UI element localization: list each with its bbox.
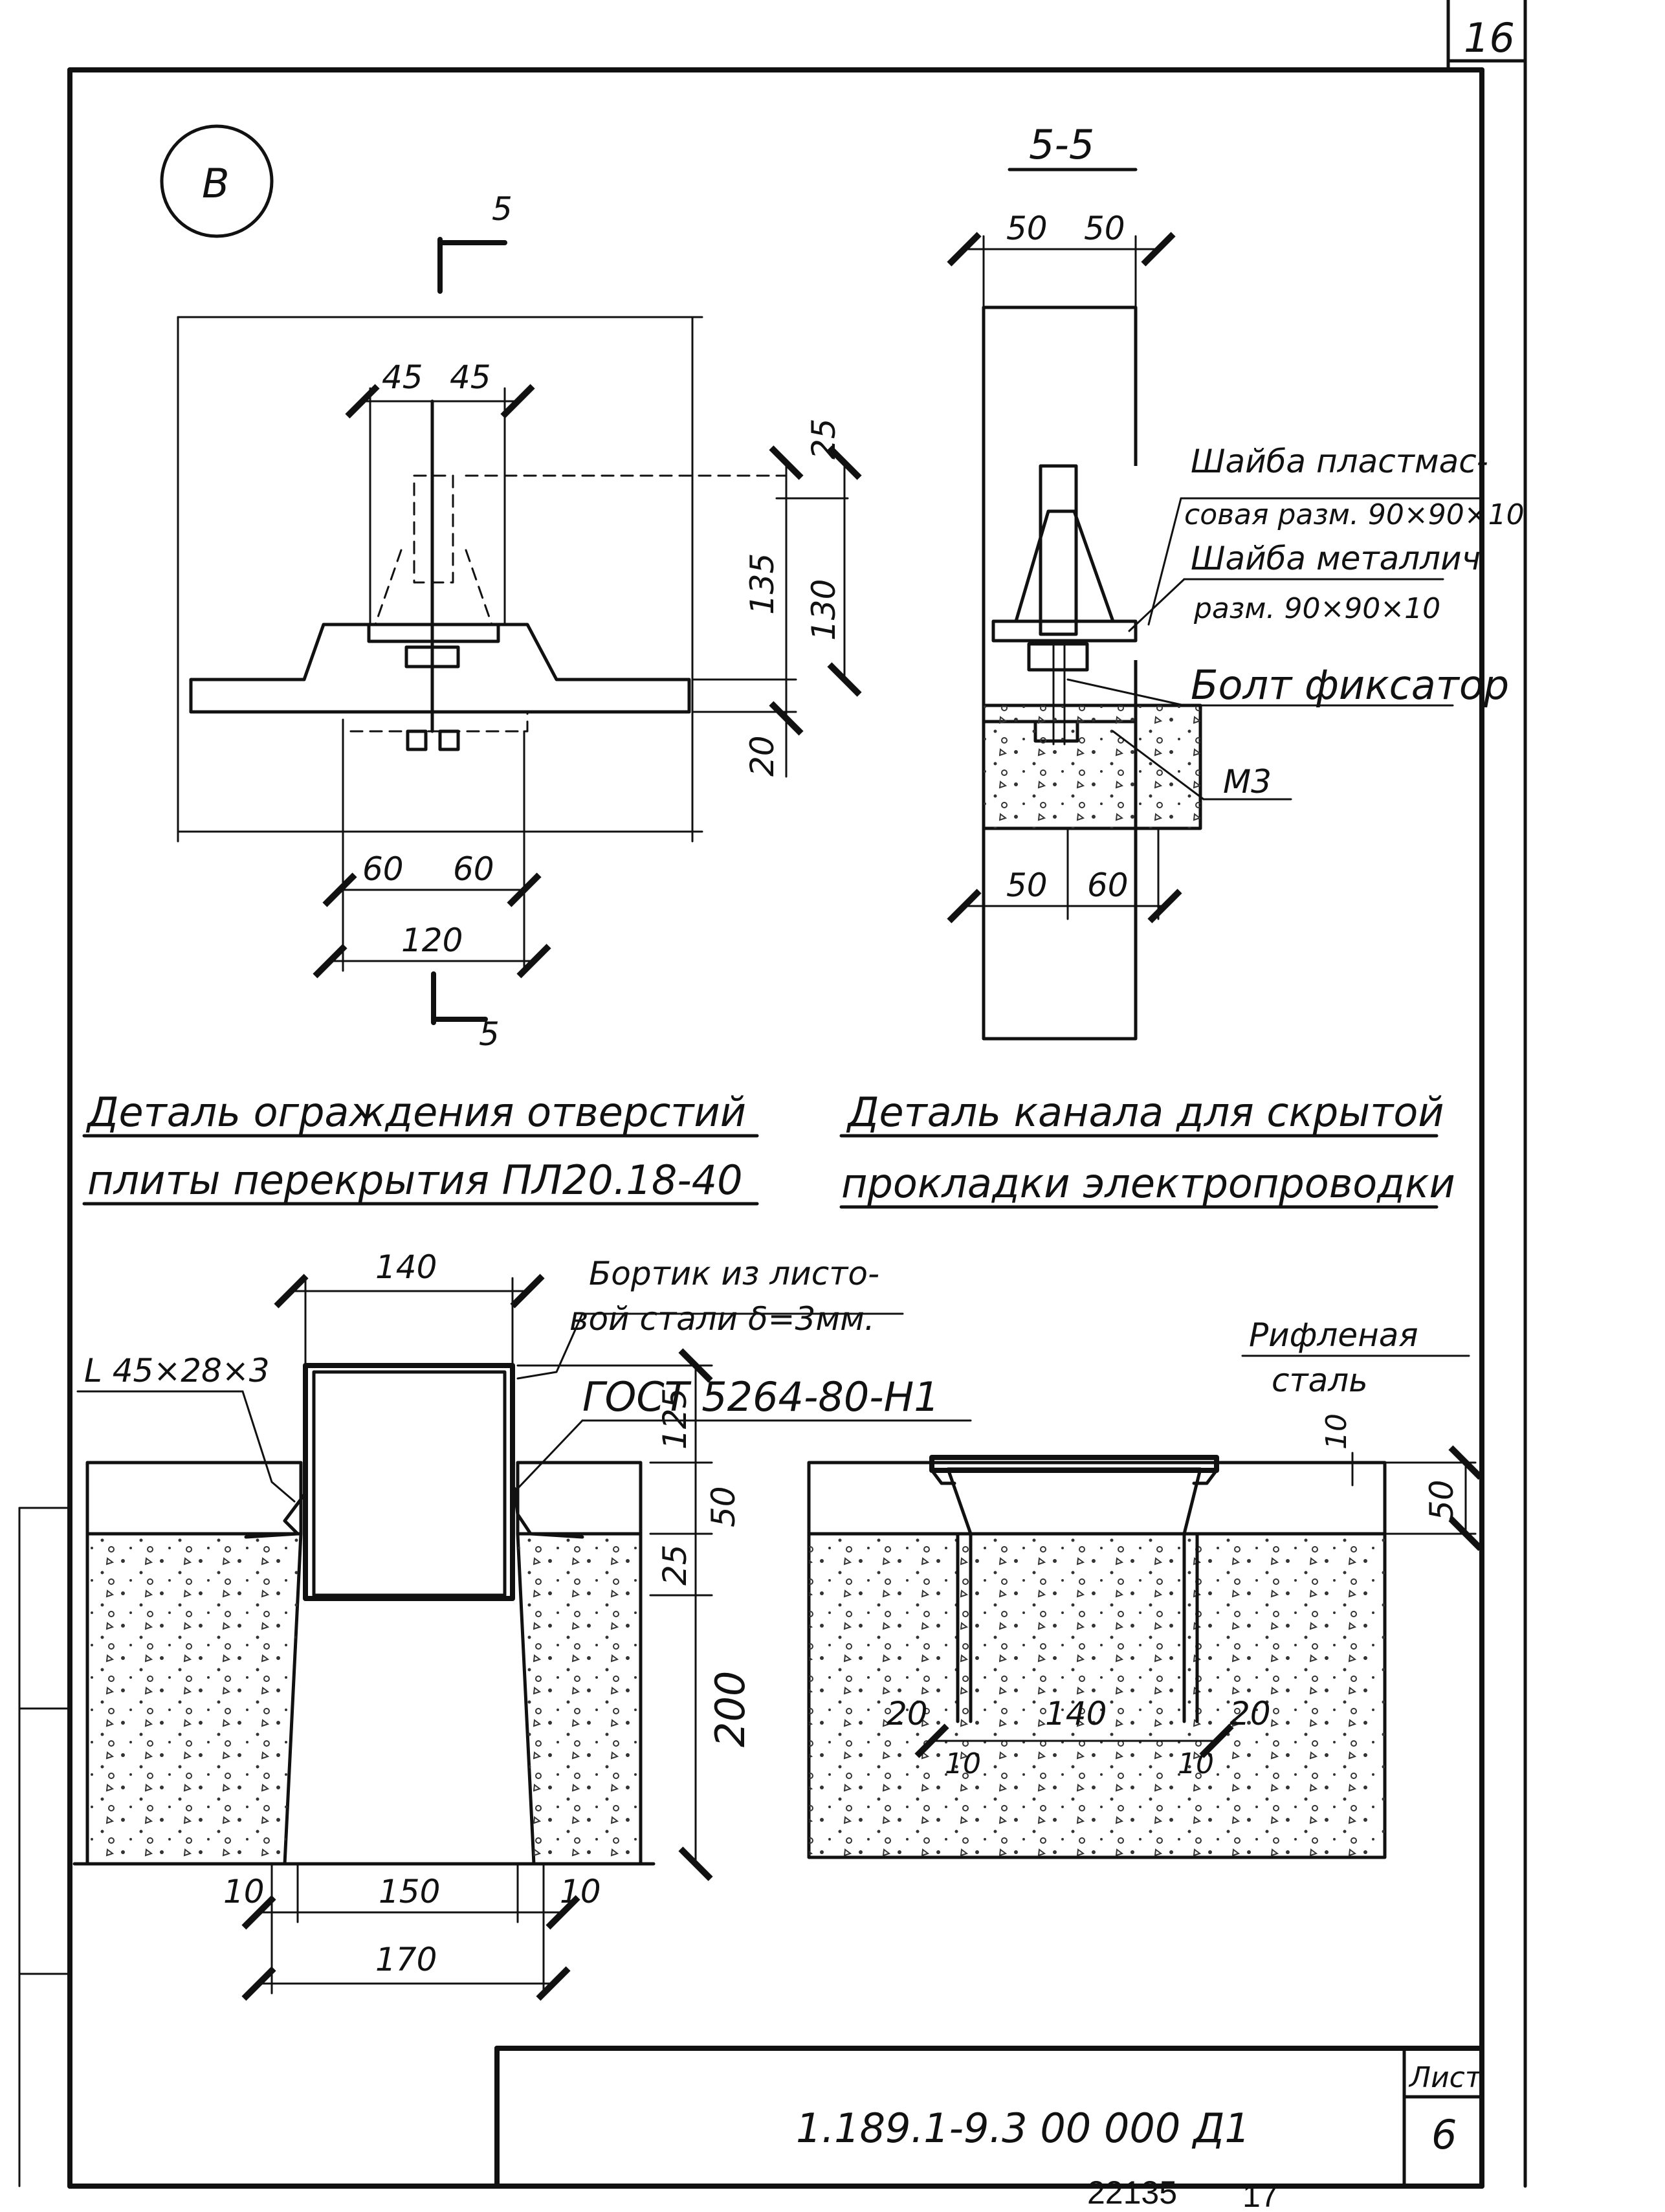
ch-dim-50: 50 [1423, 1479, 1461, 1521]
archive-number: 22135 [1087, 2174, 1177, 2211]
dim-120: 120 [401, 922, 463, 959]
section-mark-top-label: 5 [492, 190, 513, 228]
section-mark-bottom [431, 971, 488, 1025]
s55-dim-50-right: 50 [1084, 210, 1125, 247]
sheet-frame [18, 0, 1527, 2189]
caption-right-1: Деталь канала для скрытой [846, 1089, 1444, 1136]
op-dim-125: 125 [656, 1388, 694, 1450]
sheet-number: 6 [1431, 2111, 1457, 2158]
opening-leaders [76, 1312, 972, 1503]
op-dim-170: 170 [375, 1941, 437, 1978]
channel-slab [807, 1461, 1387, 1859]
page-number: 17 [1242, 2178, 1279, 2212]
angle-label: L 45×28×3 [84, 1352, 270, 1389]
caption-right-2: прокладки электропроводки [841, 1160, 1455, 1207]
chequered-steel-label-2: сталь [1272, 1362, 1368, 1399]
channel-plate [929, 1455, 1219, 1485]
callout-bolt: Болт фиксатор [1191, 661, 1509, 709]
callout-plastic-washer-1: Шайба пластмас- [1191, 443, 1488, 480]
detail-b-letter: В [202, 160, 230, 207]
dim-60-right: 60 [453, 850, 494, 888]
rim-label-2: вой стали δ=3мм. [569, 1300, 875, 1338]
corner-sheet-number: 16 [1464, 14, 1515, 61]
op-dim-10-right: 10 [560, 1873, 601, 1910]
ch-dim-140: 140 [1045, 1695, 1107, 1732]
s55-dim-60-bottom: 60 [1087, 867, 1129, 904]
op-dim-200: 200 [707, 1671, 754, 1747]
section-55-dimensions [947, 232, 1182, 924]
channel-dimensions [914, 1445, 1483, 1758]
opening-slab [72, 1461, 656, 1866]
op-dim-10-left: 10 [223, 1873, 265, 1910]
callout-plastic-washer-2: совая разм. 90×90×10 [1184, 498, 1525, 531]
dim-60-left: 60 [362, 850, 404, 888]
ch-dim-10-right: 10 [1178, 1747, 1214, 1780]
callout-metal-washer-2: разм. 90×90×10 [1193, 592, 1440, 625]
drawing-designation: 1.189.1-9.3 00 000 Д1 [796, 2105, 1250, 2152]
op-dim-25: 25 [656, 1544, 694, 1586]
ch-dim-10-top: 10 [1320, 1413, 1353, 1450]
op-dim-50: 50 [705, 1486, 742, 1527]
caption-left-2: плиты перекрытия ПЛ20.18-40 [87, 1156, 743, 1204]
detail-b-outline [177, 316, 703, 843]
dim-135: 135 [744, 553, 781, 615]
ch-dim-20-left: 20 [887, 1695, 928, 1732]
section-55-title: 5-5 [1029, 121, 1094, 168]
ch-dim-20-right: 20 [1229, 1695, 1271, 1732]
s55-dim-50-left: 50 [1006, 210, 1048, 247]
dim-20: 20 [744, 735, 781, 777]
s55-dim-50-bottom: 50 [1006, 867, 1048, 904]
dim-130: 130 [805, 579, 843, 641]
title-block [494, 2046, 1484, 2189]
callout-metal-washer-1: Шайба металлич [1191, 540, 1481, 577]
detail-b-washer [367, 399, 500, 733]
detail-b-marker [160, 124, 274, 238]
section-mark-bottom-label: 5 [479, 1015, 500, 1053]
rim-label-1: Бортик из листо- [589, 1255, 879, 1292]
caption-underlines [82, 1134, 1439, 1209]
section-55-base [982, 703, 1202, 830]
dim-25: 25 [805, 418, 843, 459]
callout-m3: М3 [1223, 763, 1272, 801]
opening-dimensions [241, 1274, 713, 2001]
opening-steel-rim [244, 1363, 584, 1601]
op-dim-150: 150 [379, 1873, 440, 1910]
section-55-leaders [1066, 497, 1483, 801]
caption-left-1: Деталь ограждения отверстий [85, 1089, 746, 1136]
ch-dim-10-left: 10 [945, 1747, 981, 1780]
detail-b-anchor-hidden [342, 474, 788, 751]
gost-label: ГОСТ 5264-80-Н1 [582, 1373, 940, 1421]
sheet-label: Лист [1408, 2061, 1483, 2094]
chequered-steel-label-1: Рифленая [1249, 1316, 1418, 1354]
detail-b-dimensions [313, 384, 862, 979]
op-dim-140: 140 [375, 1248, 437, 1286]
section-55-wall [982, 305, 1145, 1041]
dim-45-left: 45 [382, 359, 423, 396]
dim-45-right: 45 [450, 359, 491, 396]
section-mark-top [437, 237, 507, 294]
